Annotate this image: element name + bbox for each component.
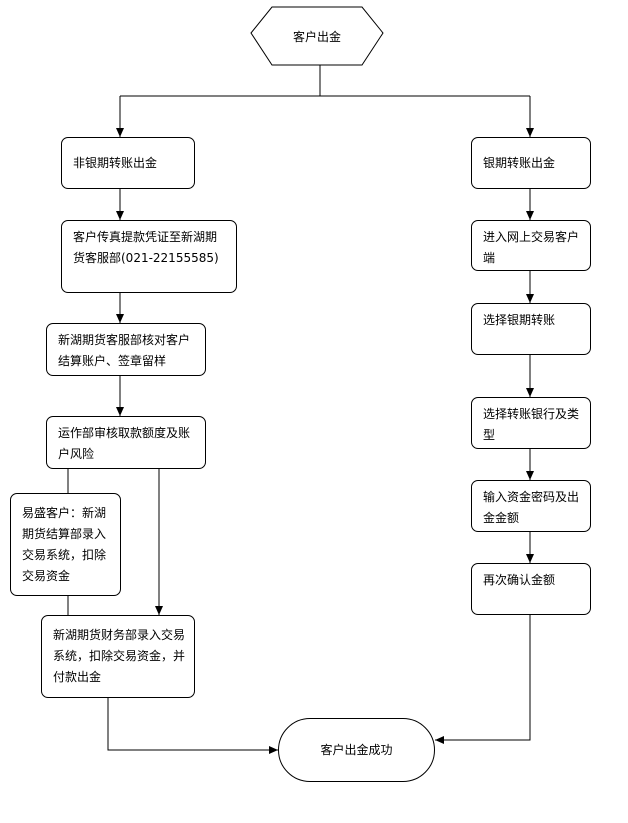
right-branch-title: 银期转账出金 bbox=[471, 137, 591, 189]
right-step-select-bank: 选择转账银行及类型 bbox=[471, 397, 591, 449]
left-step-risk-review: 运作部审核取款额度及账户风险 bbox=[46, 416, 206, 469]
end-node-success: 客户出金成功 bbox=[278, 718, 435, 782]
right-step-select-transfer: 选择银期转账 bbox=[471, 303, 591, 355]
right-step-enter-password: 输入资金密码及出金金额 bbox=[471, 480, 591, 532]
left-step-fax-request: 客户传真提款凭证至新湖期货客服部(021-22155585) bbox=[61, 220, 237, 293]
start-node-label: 客户出金 bbox=[292, 29, 341, 44]
arrow-left-to-end bbox=[107, 698, 278, 754]
left-branch-title: 非银期转账出金 bbox=[61, 137, 195, 189]
arrow-right-to-end bbox=[435, 615, 531, 744]
right-step-open-client: 进入网上交易客户端 bbox=[471, 220, 591, 271]
right-step-confirm-amount: 再次确认金额 bbox=[471, 563, 591, 615]
left-side-note-yisheng: 易盛客户：新湖期货结算部录入交易系统，扣除交易资金 bbox=[10, 493, 121, 596]
left-step-finance-payout: 新湖期货财务部录入交易系统，扣除交易资金，并付款出金 bbox=[41, 615, 195, 698]
start-hexagon bbox=[250, 6, 384, 66]
left-step-verify-account: 新湖期货客服部核对客户结算账户、签章留样 bbox=[46, 323, 206, 376]
